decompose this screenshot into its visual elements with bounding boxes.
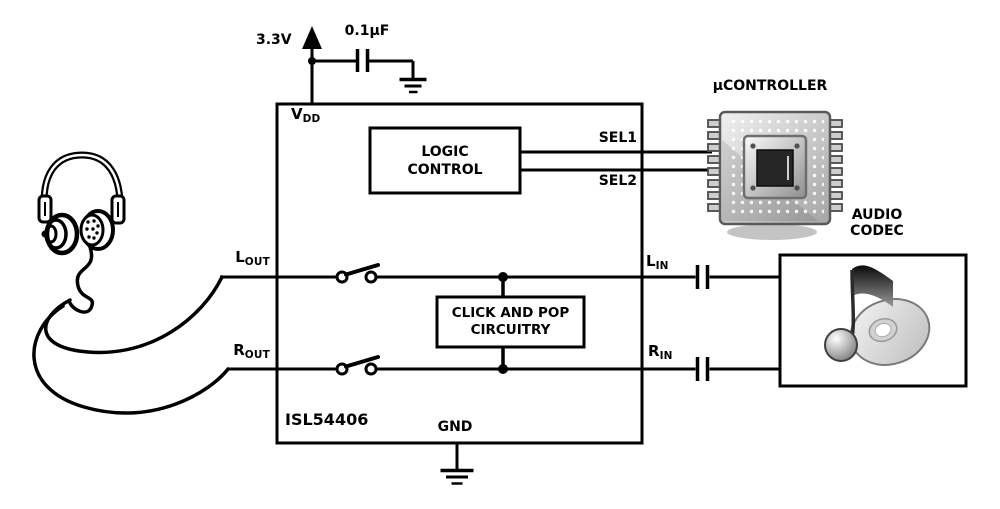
cord-left-channel [44, 275, 224, 355]
vdd-sub: DD [302, 113, 321, 125]
rin-main: R [648, 342, 660, 360]
right-earcup [79, 209, 115, 251]
music-note-cd-icon [824, 265, 931, 366]
lin-main: L [646, 252, 656, 270]
chip-shadow [727, 224, 817, 240]
chip-screws [750, 143, 800, 191]
decoupling-cap-label: 0.1µF [344, 23, 390, 39]
lin-pin-label: LIN [646, 252, 669, 272]
ground-icon [440, 468, 474, 485]
gnd-symbol [440, 443, 474, 485]
logic-line1: LOGIC [421, 143, 469, 160]
audio-codec-label: AUDIO CODEC [831, 207, 923, 239]
click-pop-line1: CLICK AND POP [451, 305, 570, 321]
left-earcup [41, 212, 80, 256]
cord-right-channel [32, 304, 230, 415]
supply-arrow-icon [302, 26, 322, 49]
lout-main: L [235, 248, 245, 266]
rin-pin-label: RIN [648, 342, 673, 362]
audio-codec-line1: AUDIO [851, 207, 903, 223]
logic-control-box [368, 126, 522, 195]
left-channel-wire [220, 263, 781, 289]
rin-sub: IN [659, 350, 673, 362]
sel2-label: SEL2 [598, 173, 637, 189]
switch-icon [335, 355, 380, 376]
sel1-label: SEL1 [598, 130, 637, 146]
microcontroller-label: µCONTROLLER [712, 78, 828, 94]
ground-icon [399, 77, 427, 94]
click-pop-box [435, 295, 586, 349]
vdd-main: V [291, 105, 303, 123]
junction-dot [498, 364, 508, 374]
chip-pins [707, 119, 843, 212]
vdd-pin-label: VDD [291, 105, 321, 125]
click-pop-line2: CIRCUITRY [470, 322, 551, 338]
note-head [824, 328, 858, 362]
sel-lines [520, 150, 712, 172]
right-channel-wire [228, 355, 781, 381]
click-pop-label: CLICK AND POP CIRCUITRY [437, 297, 584, 347]
clickpop-connectors [498, 272, 508, 374]
lout-sub: OUT [244, 256, 270, 268]
supply-network [302, 26, 427, 104]
audio-codec-line2: CODEC [850, 223, 904, 239]
lin-sub: IN [655, 260, 669, 272]
headphones-icon [32, 151, 230, 415]
rout-main: R [233, 341, 245, 359]
logic-control-label: LOGIC CONTROL [370, 128, 520, 193]
part-number-label: ISL54406 [285, 410, 369, 429]
junction-dot [498, 272, 508, 282]
rout-sub: OUT [244, 349, 270, 361]
logic-line2: CONTROL [407, 161, 483, 178]
microcontroller-chip-icon [707, 110, 843, 240]
lout-pin-label: LOUT [214, 248, 270, 268]
gnd-pin-label: GND [437, 419, 473, 435]
rout-pin-label: ROUT [214, 341, 270, 361]
cord-curl [68, 245, 95, 314]
note-flag [852, 265, 893, 307]
switch-icon [335, 263, 380, 284]
supply-voltage-label: 3.3V [256, 32, 292, 48]
